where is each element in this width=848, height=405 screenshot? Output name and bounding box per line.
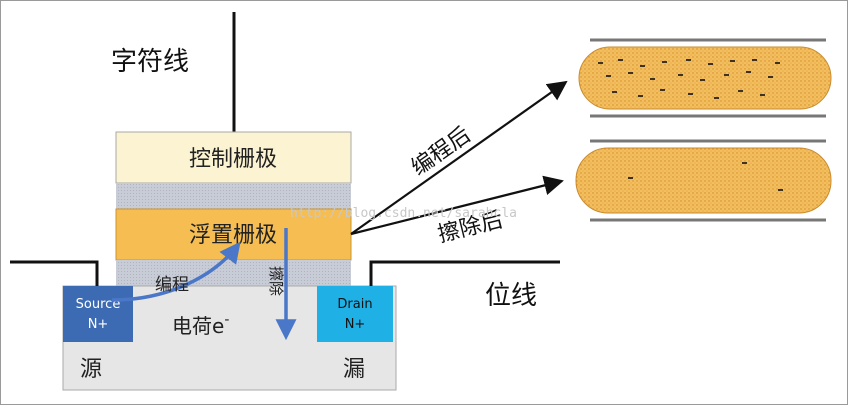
after-program-label: 编程后 bbox=[407, 123, 475, 181]
bit-line-label: 位线 bbox=[485, 281, 537, 311]
programmed-floating-gate bbox=[578, 46, 832, 110]
source-name-label: Source bbox=[76, 297, 121, 312]
electron-text: 电荷e bbox=[172, 314, 224, 338]
drain-name-label: Drain bbox=[337, 297, 372, 312]
source-contact-wire bbox=[10, 260, 99, 286]
tunnel-oxide bbox=[116, 260, 351, 286]
control-gate bbox=[115, 131, 352, 184]
bit-line-wire bbox=[369, 260, 560, 286]
drain-region bbox=[317, 286, 393, 342]
electron-label: 电荷e- bbox=[172, 312, 229, 338]
programmed-electrons bbox=[598, 59, 780, 99]
erased-floating-gate bbox=[575, 147, 832, 214]
word-line-label: 字符线 bbox=[111, 47, 189, 77]
source-type-label: N+ bbox=[88, 317, 109, 332]
floating-gate-label: 浮置栅极 bbox=[189, 223, 277, 248]
after-program-arrow bbox=[350, 80, 568, 235]
erased-electrons bbox=[628, 162, 783, 191]
oxide-layer-upper bbox=[116, 183, 351, 209]
source-cn-label: 源 bbox=[80, 357, 102, 382]
control-gate-label: 控制栅极 bbox=[189, 147, 277, 172]
drain-type-label: N+ bbox=[345, 317, 366, 332]
after-erase-arrow bbox=[350, 175, 564, 236]
erase-label: 擦除 bbox=[267, 266, 285, 296]
watermark: http://blog.csdn.net/sarahcla bbox=[290, 206, 517, 221]
drain-cn-label: 漏 bbox=[343, 357, 365, 382]
programming-arrow bbox=[111, 241, 241, 302]
electron-superscript: - bbox=[224, 312, 229, 328]
source-region bbox=[63, 286, 133, 342]
programming-label: 编程 bbox=[155, 275, 189, 295]
